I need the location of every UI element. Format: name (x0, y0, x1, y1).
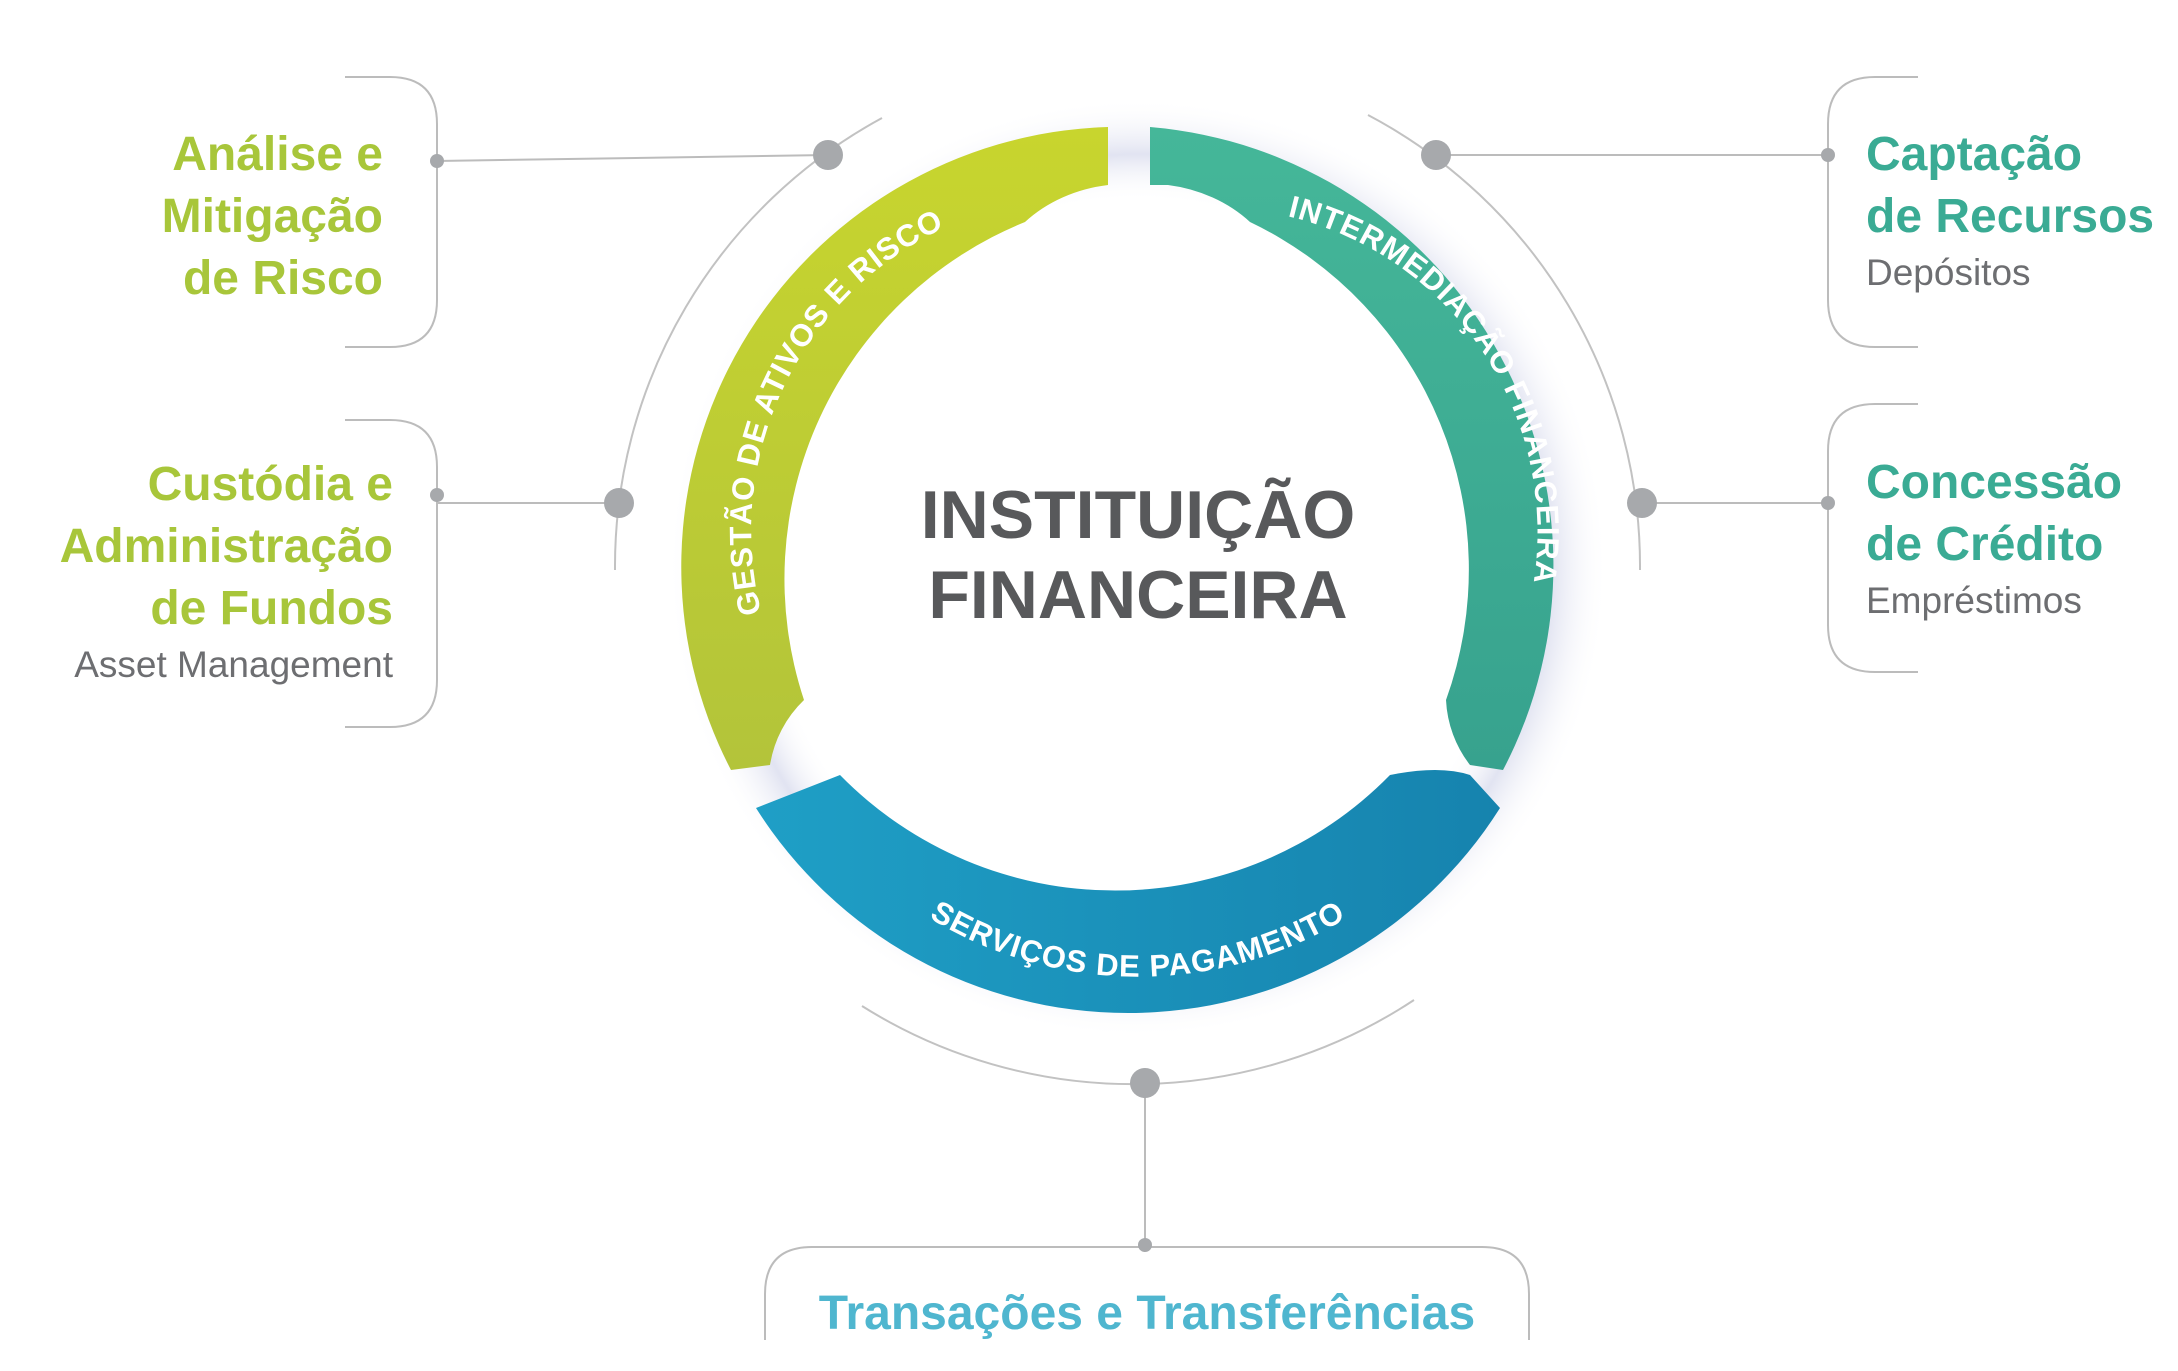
bracket-captacao (1827, 76, 1918, 348)
end-dot-analise (430, 154, 444, 168)
callout-custodia-line1: Custódia e (147, 458, 393, 511)
center-title-line2: FINANCEIRA (928, 557, 1347, 633)
ring-segment-teal (1150, 127, 1554, 770)
callout-analise-line2: Mitigação (161, 190, 383, 243)
callout-captacao-sub: Depósitos (1866, 252, 2031, 293)
end-dot-transacoes (1138, 1238, 1152, 1252)
ring-segment-blue (756, 770, 1500, 1014)
node-dot-analise (813, 140, 843, 170)
end-dot-concessao (1821, 496, 1835, 510)
node-dot-captacao (1421, 140, 1451, 170)
end-dot-custodia (430, 488, 444, 502)
bracket-analise (345, 76, 438, 348)
callout-transacoes-line1: Transações e Transferências (818, 1287, 1476, 1340)
callout-custodia: Custódia e Administração de Fundos Asset… (60, 454, 393, 690)
node-dot-concessao (1627, 488, 1657, 518)
end-dot-captacao (1821, 148, 1835, 162)
callout-transacoes: Transações e Transferências (765, 1283, 1529, 1345)
callout-concessao-line2: de Crédito (1866, 518, 2104, 571)
center-title-line1: INSTITUIÇÃO (921, 477, 1355, 553)
callout-custodia-sub: Asset Management (74, 644, 393, 685)
callout-captacao: Captação de Recursos Depósitos (1866, 124, 2154, 298)
callout-captacao-line2: de Recursos (1866, 190, 2155, 243)
callout-concessao: Concessão de Crédito Empréstimos (1866, 452, 2122, 626)
bracket-custodia (345, 419, 438, 728)
node-dot-transacoes (1130, 1068, 1160, 1098)
callout-concessao-line1: Concessão (1866, 456, 2123, 509)
callout-concessao-sub: Empréstimos (1866, 580, 2082, 621)
callout-analise-line3: de Risco (182, 252, 383, 305)
callout-custodia-line2: Administração (59, 520, 393, 573)
connector-analise (436, 154, 829, 162)
callout-analise-line1: Análise e (172, 128, 383, 181)
node-dot-custodia (604, 488, 634, 518)
callout-custodia-line3: de Fundos (150, 582, 393, 635)
callout-captacao-line1: Captação (1866, 128, 2083, 181)
ring-segment-lime (681, 127, 1108, 770)
callout-analise: Análise e Mitigação de Risco (162, 124, 383, 310)
bracket-concessao (1827, 403, 1918, 673)
